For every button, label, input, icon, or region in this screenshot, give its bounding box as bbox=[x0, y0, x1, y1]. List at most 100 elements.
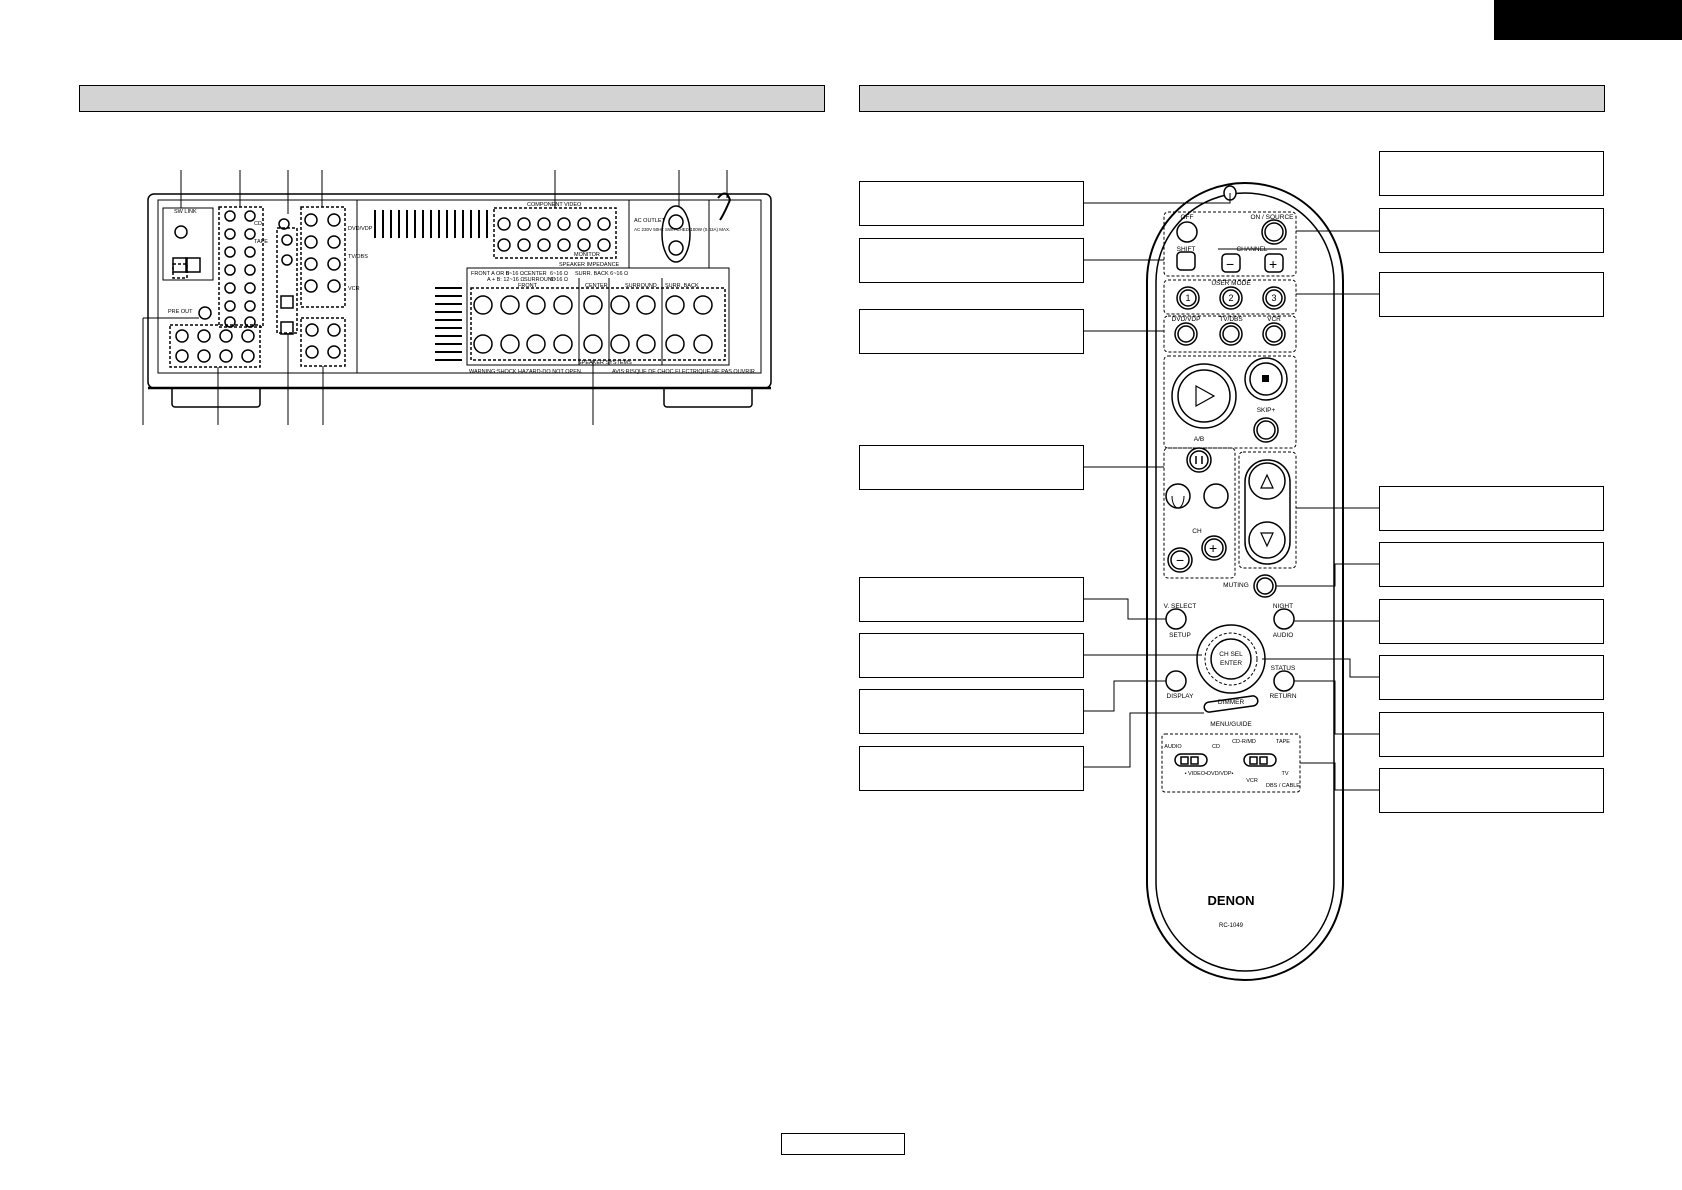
um2-label: 2 bbox=[1228, 293, 1233, 303]
label-io-dvd: DVD/VDP bbox=[348, 226, 373, 232]
model-label: RC-1049 bbox=[1219, 923, 1244, 929]
label-pre-out: PRE OUT bbox=[168, 309, 193, 315]
rear-panel bbox=[142, 170, 772, 425]
display-label: DISPLAY bbox=[1167, 693, 1195, 700]
enter-label: ENTER bbox=[1220, 660, 1242, 667]
label-speaker-systems: SPEAKER SYSTEMS bbox=[578, 360, 632, 366]
callout-box-remote-sensor bbox=[859, 181, 1084, 226]
audio-label: AUDIO bbox=[1273, 632, 1294, 639]
night-button bbox=[1273, 608, 1295, 630]
remote-labels: OFF ON / SOURCE SHIFT CHANNEL USER MODE … bbox=[1164, 214, 1301, 929]
label-front-impedance-b: A + B: 12~16 Ω bbox=[487, 277, 524, 283]
play-button bbox=[1171, 363, 1237, 429]
v-select-label: V. SELECT bbox=[1164, 603, 1197, 610]
callout-box-top bbox=[1379, 151, 1604, 196]
volume-up-button bbox=[1248, 462, 1286, 500]
switch-audio-label: AUDIO bbox=[1164, 744, 1182, 750]
user-mode-label: USER MODE bbox=[1211, 280, 1251, 287]
channel-plus-button bbox=[1264, 253, 1284, 273]
tv-dbs-button bbox=[1219, 322, 1243, 346]
tv-dbs-label: TV/DBS bbox=[1219, 316, 1243, 323]
skip-label: SKIP+ bbox=[1257, 407, 1276, 414]
audio-slide-switch bbox=[1174, 753, 1208, 767]
label-surr-back-impedance: SURR. BACK 6~16 Ω bbox=[575, 271, 628, 277]
night-label: NIGHT bbox=[1273, 603, 1293, 610]
remote-leader-lines bbox=[1084, 193, 1379, 791]
ch-plus-button bbox=[1201, 535, 1227, 561]
brand-logo: DENON bbox=[1208, 893, 1255, 908]
off-button bbox=[1176, 221, 1198, 243]
callout-box-shift-channel bbox=[859, 238, 1084, 283]
svg-text:+: + bbox=[1269, 256, 1277, 272]
label-ac-outlet: AC OUTLET bbox=[634, 218, 666, 224]
dimmer-button bbox=[1203, 695, 1259, 713]
channel-label: CHANNEL bbox=[1236, 246, 1267, 253]
label-speaker-impedance: SPEAKER IMPEDANCE bbox=[559, 262, 620, 268]
page-number-box bbox=[781, 1133, 905, 1155]
switch-cd-label: CD bbox=[1212, 744, 1220, 750]
label-warning-fr: AVIS:RISQUE DE CHOC ELECTRIQUE-NE PAS OU… bbox=[612, 369, 757, 375]
volume-rocker bbox=[1244, 459, 1291, 565]
label-sw-link: SW LINK bbox=[174, 209, 197, 215]
language-tab-marker bbox=[1494, 0, 1682, 40]
return-label: RETURN bbox=[1269, 693, 1296, 700]
switch-video-dvd-label: • VIDEO•DVD/VDP• bbox=[1185, 771, 1234, 777]
callout-box-vselect bbox=[859, 577, 1084, 622]
label-surround-imp: SURROUND bbox=[524, 277, 556, 283]
label-center-imp: CENTER bbox=[524, 271, 547, 277]
enter-button bbox=[1210, 638, 1252, 680]
label-warning-en: WARNING:SHOCK HAZARD-DO NOT OPEN. bbox=[469, 369, 583, 375]
rear-panel-section-header bbox=[79, 85, 825, 112]
shift-label: SHIFT bbox=[1177, 246, 1196, 253]
callout-box-transport bbox=[859, 445, 1084, 490]
svg-text:+: + bbox=[1209, 540, 1217, 556]
callout-box-status bbox=[1379, 712, 1604, 757]
label-io-tape: TAPE bbox=[254, 239, 268, 245]
callout-box-power bbox=[1379, 208, 1604, 253]
label-spk-center: CENTER bbox=[585, 283, 608, 289]
on-source-button bbox=[1261, 219, 1287, 245]
dvd-vdp-button bbox=[1174, 322, 1198, 346]
muting-label: MUTING bbox=[1223, 582, 1249, 589]
label-io-vcr: VCR bbox=[348, 286, 360, 292]
vcr-label: VCR bbox=[1267, 316, 1281, 323]
callout-box-cursor bbox=[859, 633, 1084, 678]
label-spk-front: FRONT bbox=[518, 283, 538, 289]
vcr-button bbox=[1262, 322, 1286, 346]
remote-control: − + − + bbox=[1146, 182, 1344, 981]
ch-sel-label: CH SEL bbox=[1219, 651, 1243, 658]
pause-button bbox=[1186, 447, 1212, 473]
dvd-vdp-label: DVD/VDP bbox=[1172, 316, 1201, 323]
callout-box-enter bbox=[1379, 655, 1604, 700]
switch-tape-label: TAPE bbox=[1276, 739, 1290, 745]
callout-box-muting bbox=[1379, 542, 1604, 587]
vent-slots bbox=[374, 210, 488, 238]
off-label: OFF bbox=[1181, 214, 1194, 221]
user-mode-1-button bbox=[1176, 286, 1200, 310]
label-surround-impedance: 6~16 Ω bbox=[550, 277, 568, 283]
remote-section-header bbox=[859, 85, 1605, 112]
fast-forward-button bbox=[1203, 483, 1229, 509]
stop-button bbox=[1244, 357, 1288, 401]
switch-tv-label: TV bbox=[1281, 771, 1288, 777]
switch-vcr-label: VCR bbox=[1246, 778, 1258, 784]
callout-box-mode-switch bbox=[1379, 768, 1604, 813]
user-mode-2-button bbox=[1219, 286, 1243, 310]
user-mode-3-button bbox=[1262, 286, 1286, 310]
vent-slots-side bbox=[435, 287, 462, 361]
status-label: STATUS bbox=[1271, 665, 1296, 672]
rear-panel-labels: SW LINK PRE OUT COMPONENT VIDEO MONITOR … bbox=[168, 202, 757, 375]
menu-guide-label: MENU/GUIDE bbox=[1210, 721, 1252, 728]
ch-minus-button bbox=[1167, 547, 1193, 573]
setup-label: SETUP bbox=[1169, 632, 1191, 639]
label-component-video: COMPONENT VIDEO bbox=[527, 202, 582, 208]
callout-box-user-mode bbox=[1379, 272, 1604, 317]
callout-box-menu bbox=[859, 746, 1084, 791]
callout-box-volume bbox=[1379, 486, 1604, 531]
svg-text:−: − bbox=[1176, 552, 1184, 568]
panel-body bbox=[147, 193, 772, 389]
label-ac-outlet-spec: AC 230V 50Hz SWITCHED 100W (0.43A) MAX. bbox=[634, 227, 730, 232]
label-front-ab: FRONT A OR B bbox=[471, 271, 510, 277]
label-monitor: MONITOR bbox=[574, 252, 600, 258]
rear-callout-markers bbox=[142, 170, 728, 425]
